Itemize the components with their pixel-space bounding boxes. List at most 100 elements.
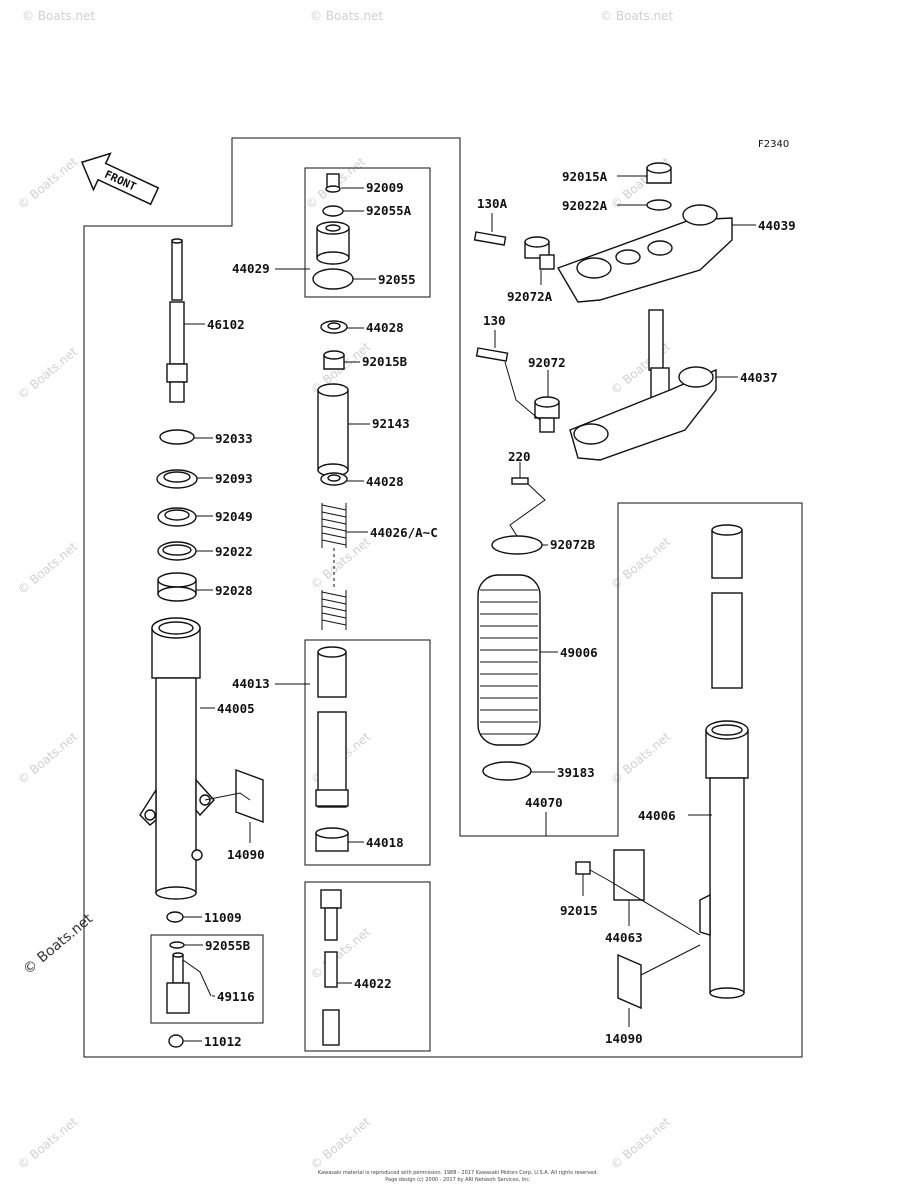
adjuster-part <box>166 952 190 1014</box>
figure-id: F2340 <box>758 139 789 150</box>
part-label[interactable]: 14090 <box>605 1031 643 1046</box>
part-label[interactable]: 46102 <box>207 317 245 332</box>
part-label[interactable]: 92049 <box>215 509 253 524</box>
part-label[interactable]: 92015B <box>362 354 408 369</box>
watermark: © Boats.net <box>15 344 80 402</box>
part-label[interactable]: 44028 <box>366 474 404 489</box>
nut-92015-part <box>575 861 591 875</box>
seal-part <box>157 507 197 527</box>
watermark: © Boats.net <box>15 154 80 212</box>
part-label[interactable]: 92033 <box>215 431 253 446</box>
damper-rod-part <box>166 238 188 403</box>
group-box-44029 <box>304 167 431 298</box>
part-label[interactable]: 130 <box>483 313 506 328</box>
spacer-tube-part <box>317 383 349 477</box>
watermark: © Boats.net <box>15 539 80 597</box>
circlip-part <box>159 429 195 445</box>
washer-part <box>157 541 197 561</box>
bushing-44018-part <box>315 827 349 852</box>
spacer-44028b-part <box>320 472 348 486</box>
cap-part <box>316 221 350 265</box>
part-label[interactable]: 49006 <box>560 645 598 660</box>
part-label[interactable]: 39183 <box>557 765 595 780</box>
part-label[interactable]: 92072B <box>550 537 596 552</box>
part-label[interactable]: 130A <box>477 196 508 211</box>
part-label[interactable]: 92055 <box>378 272 416 287</box>
washer-small-part <box>166 911 184 923</box>
nut-92015b-part <box>323 350 345 370</box>
part-label[interactable]: 44005 <box>217 701 255 716</box>
oring-92055-part <box>312 268 354 290</box>
part-label[interactable]: 92028 <box>215 583 253 598</box>
holder-44063-part <box>613 849 645 901</box>
part-labels: 92009 92055A 44029 92055 46102 44028 920… <box>204 169 796 1049</box>
part-label[interactable]: 44029 <box>232 261 270 276</box>
clamp-39183-part <box>482 761 532 781</box>
nut-92015a-part <box>646 162 672 184</box>
part-label[interactable]: 44063 <box>605 930 643 945</box>
copyright-line: Page design (c) 2000 - 2017 by ARI Netwo… <box>385 1177 531 1183</box>
oring-92055a-part <box>322 205 344 217</box>
part-label[interactable]: 14090 <box>227 847 265 862</box>
watermark: © Boats.net <box>600 9 674 23</box>
part-label[interactable]: 92072 <box>528 355 566 370</box>
part-label[interactable]: 44037 <box>740 370 778 385</box>
boot-part <box>477 574 541 746</box>
oil-seal-part <box>156 469 198 489</box>
part-label[interactable]: 44026/A~C <box>370 525 438 540</box>
bushing-part <box>157 572 197 602</box>
part-label[interactable]: 44018 <box>366 835 404 850</box>
part-label[interactable]: 92015 <box>560 903 598 918</box>
bolt-220-part <box>511 477 529 485</box>
part-label[interactable]: 92015A <box>562 169 608 184</box>
lower-bracket-part <box>569 309 717 461</box>
watermark: © Boats.net <box>22 9 96 23</box>
inner-tube-right-part <box>711 524 743 689</box>
leader-lines <box>182 175 756 1042</box>
part-label[interactable]: 11009 <box>204 910 242 925</box>
label-sticker-right-part <box>617 953 642 1010</box>
front-arrow-icon: FRONT <box>80 152 160 206</box>
watermark: © Boats.net <box>308 1114 373 1172</box>
rod-44022-part <box>320 889 342 1046</box>
part-label[interactable]: 44028 <box>366 320 404 335</box>
watermark: © Boats.net <box>308 534 373 592</box>
part-label[interactable]: 92022 <box>215 544 253 559</box>
group-box-44013 <box>304 639 431 866</box>
washer-92022a-part <box>646 199 672 211</box>
bolt-92009-part <box>325 173 341 193</box>
clamp-92072b-part <box>491 535 543 555</box>
clamp-92072-part <box>534 396 560 433</box>
part-label[interactable]: 44013 <box>232 676 270 691</box>
part-label[interactable]: 44039 <box>758 218 796 233</box>
part-label[interactable]: 92055A <box>366 203 412 218</box>
group-box-49116 <box>150 934 264 1024</box>
part-label[interactable]: 44022 <box>354 976 392 991</box>
part-label[interactable]: 92143 <box>372 416 410 431</box>
watermark: © Boats.net <box>15 1114 80 1172</box>
part-label[interactable]: 11012 <box>204 1034 242 1049</box>
part-label[interactable]: 92055B <box>205 938 251 953</box>
watermark: © Boats.net <box>15 729 80 787</box>
watermark-prominent: © Boats.net <box>20 911 96 978</box>
part-label[interactable]: 92093 <box>215 471 253 486</box>
part-label[interactable]: 44070 <box>525 795 563 810</box>
part-label[interactable]: 44006 <box>638 808 676 823</box>
watermark: © Boats.net <box>308 924 373 982</box>
inner-tube-part <box>315 646 349 808</box>
watermark: © Boats.net <box>608 1114 673 1172</box>
part-label[interactable]: 92072A <box>507 289 553 304</box>
group-box-44022 <box>304 881 431 1052</box>
outer-tube-part <box>139 617 215 900</box>
upper-bracket-part <box>556 204 733 303</box>
spacer-44028-part <box>320 320 348 334</box>
part-label[interactable]: 92022A <box>562 198 608 213</box>
part-label[interactable]: 220 <box>508 449 531 464</box>
oring-small-part <box>169 941 185 949</box>
part-label[interactable]: 92009 <box>366 180 404 195</box>
spring-part <box>321 503 347 630</box>
part-label[interactable]: 49116 <box>217 989 255 1004</box>
bolt-130-part <box>475 347 509 362</box>
label-sticker-part <box>235 768 264 824</box>
